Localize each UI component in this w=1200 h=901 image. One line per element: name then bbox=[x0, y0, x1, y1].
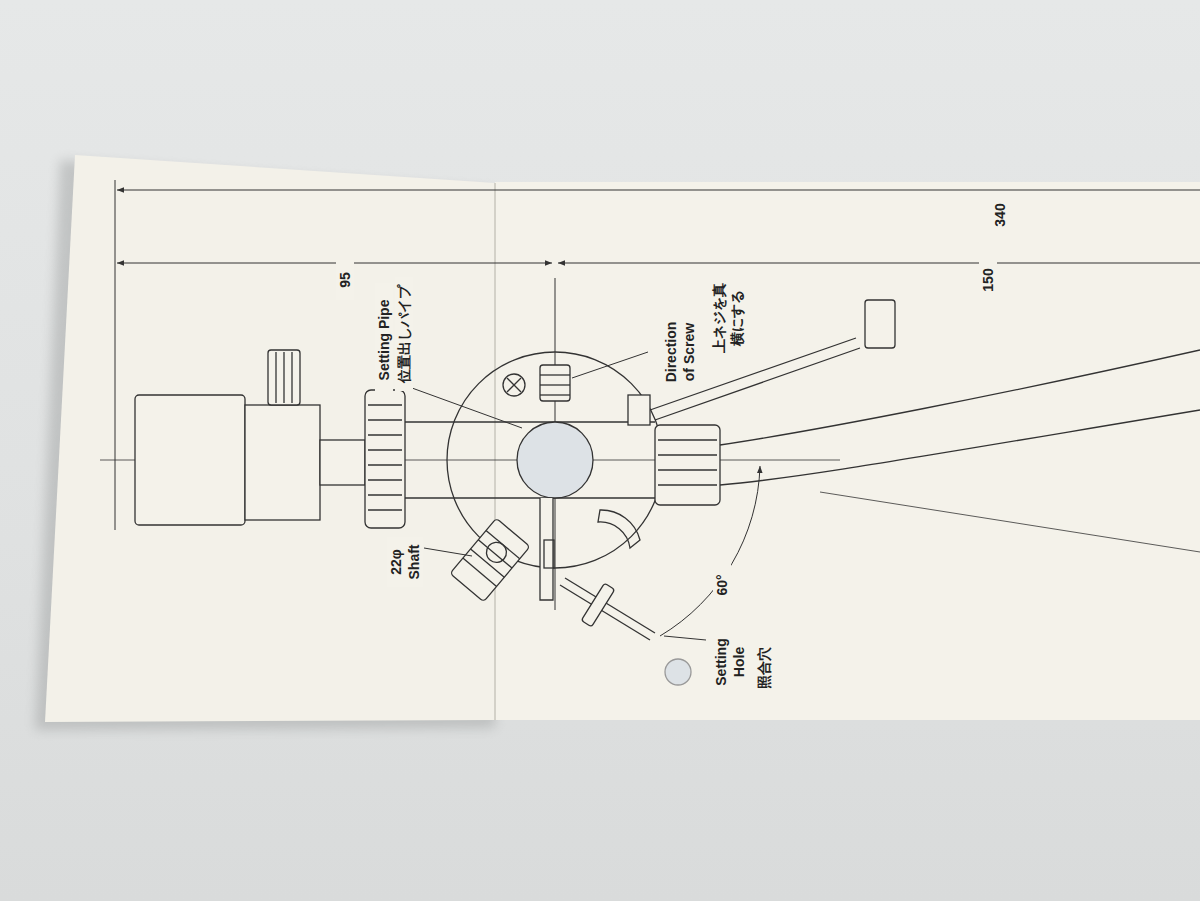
setting-rod bbox=[540, 498, 553, 600]
part-label: 22φ Shaft bbox=[387, 537, 423, 587]
knurl bbox=[275, 352, 276, 403]
leader-line bbox=[424, 548, 472, 556]
arm-rest-cup bbox=[865, 300, 895, 348]
setting-pipe bbox=[405, 421, 655, 422]
part-label: Setting Pipe bbox=[375, 283, 393, 397]
setting-arm bbox=[565, 578, 655, 633]
card-left-panel bbox=[45, 155, 495, 722]
lifter bbox=[450, 518, 530, 601]
extension-line bbox=[115, 180, 116, 530]
weight-knob bbox=[268, 350, 300, 405]
card-fold bbox=[494, 183, 496, 720]
instruction-label: 上ネジを真横にする bbox=[710, 279, 746, 357]
instruction-label: Direction of Screw bbox=[662, 313, 698, 391]
rest-post bbox=[628, 395, 650, 425]
weight-shaft bbox=[320, 440, 365, 485]
base-slot bbox=[598, 510, 640, 548]
angle-arc bbox=[660, 466, 760, 636]
part-label: 位置出しパイプ bbox=[395, 277, 413, 391]
setting-pipe bbox=[405, 497, 655, 498]
fixing-screw bbox=[503, 374, 525, 396]
dimension-line bbox=[117, 190, 1200, 191]
lock-nut bbox=[365, 390, 405, 528]
dimension-value: 340 bbox=[991, 191, 1009, 239]
angle-value: 60° bbox=[713, 563, 731, 607]
arm-tube bbox=[720, 350, 1200, 445]
card-right-panel bbox=[495, 182, 1200, 720]
counterweight bbox=[135, 395, 245, 525]
part-label: Setting Hole bbox=[712, 629, 748, 695]
setting-rod bbox=[544, 540, 554, 568]
arm-tube bbox=[720, 410, 1200, 485]
top-screw bbox=[540, 365, 570, 401]
fixing-screw bbox=[507, 378, 521, 392]
part-label: 照合穴 bbox=[755, 641, 773, 695]
leader-line bbox=[572, 352, 648, 378]
arm-base bbox=[447, 352, 663, 568]
nut-knurl bbox=[368, 405, 402, 510]
arm-collar bbox=[655, 425, 720, 505]
dimension-line bbox=[558, 263, 1200, 264]
counterweight-sleeve bbox=[245, 405, 320, 520]
dimension-value: 150 bbox=[979, 256, 997, 304]
collar-knurl bbox=[658, 440, 717, 485]
dimension-line bbox=[117, 263, 552, 264]
reference-line bbox=[820, 492, 1200, 552]
setting-hole bbox=[665, 659, 691, 685]
knurl bbox=[291, 352, 292, 403]
knurl bbox=[283, 352, 284, 403]
shaft-hole bbox=[517, 422, 593, 498]
leader-line bbox=[412, 388, 522, 428]
leader-line bbox=[664, 636, 706, 640]
dimension-value: 95 bbox=[336, 260, 354, 300]
setting-disc bbox=[581, 583, 614, 627]
